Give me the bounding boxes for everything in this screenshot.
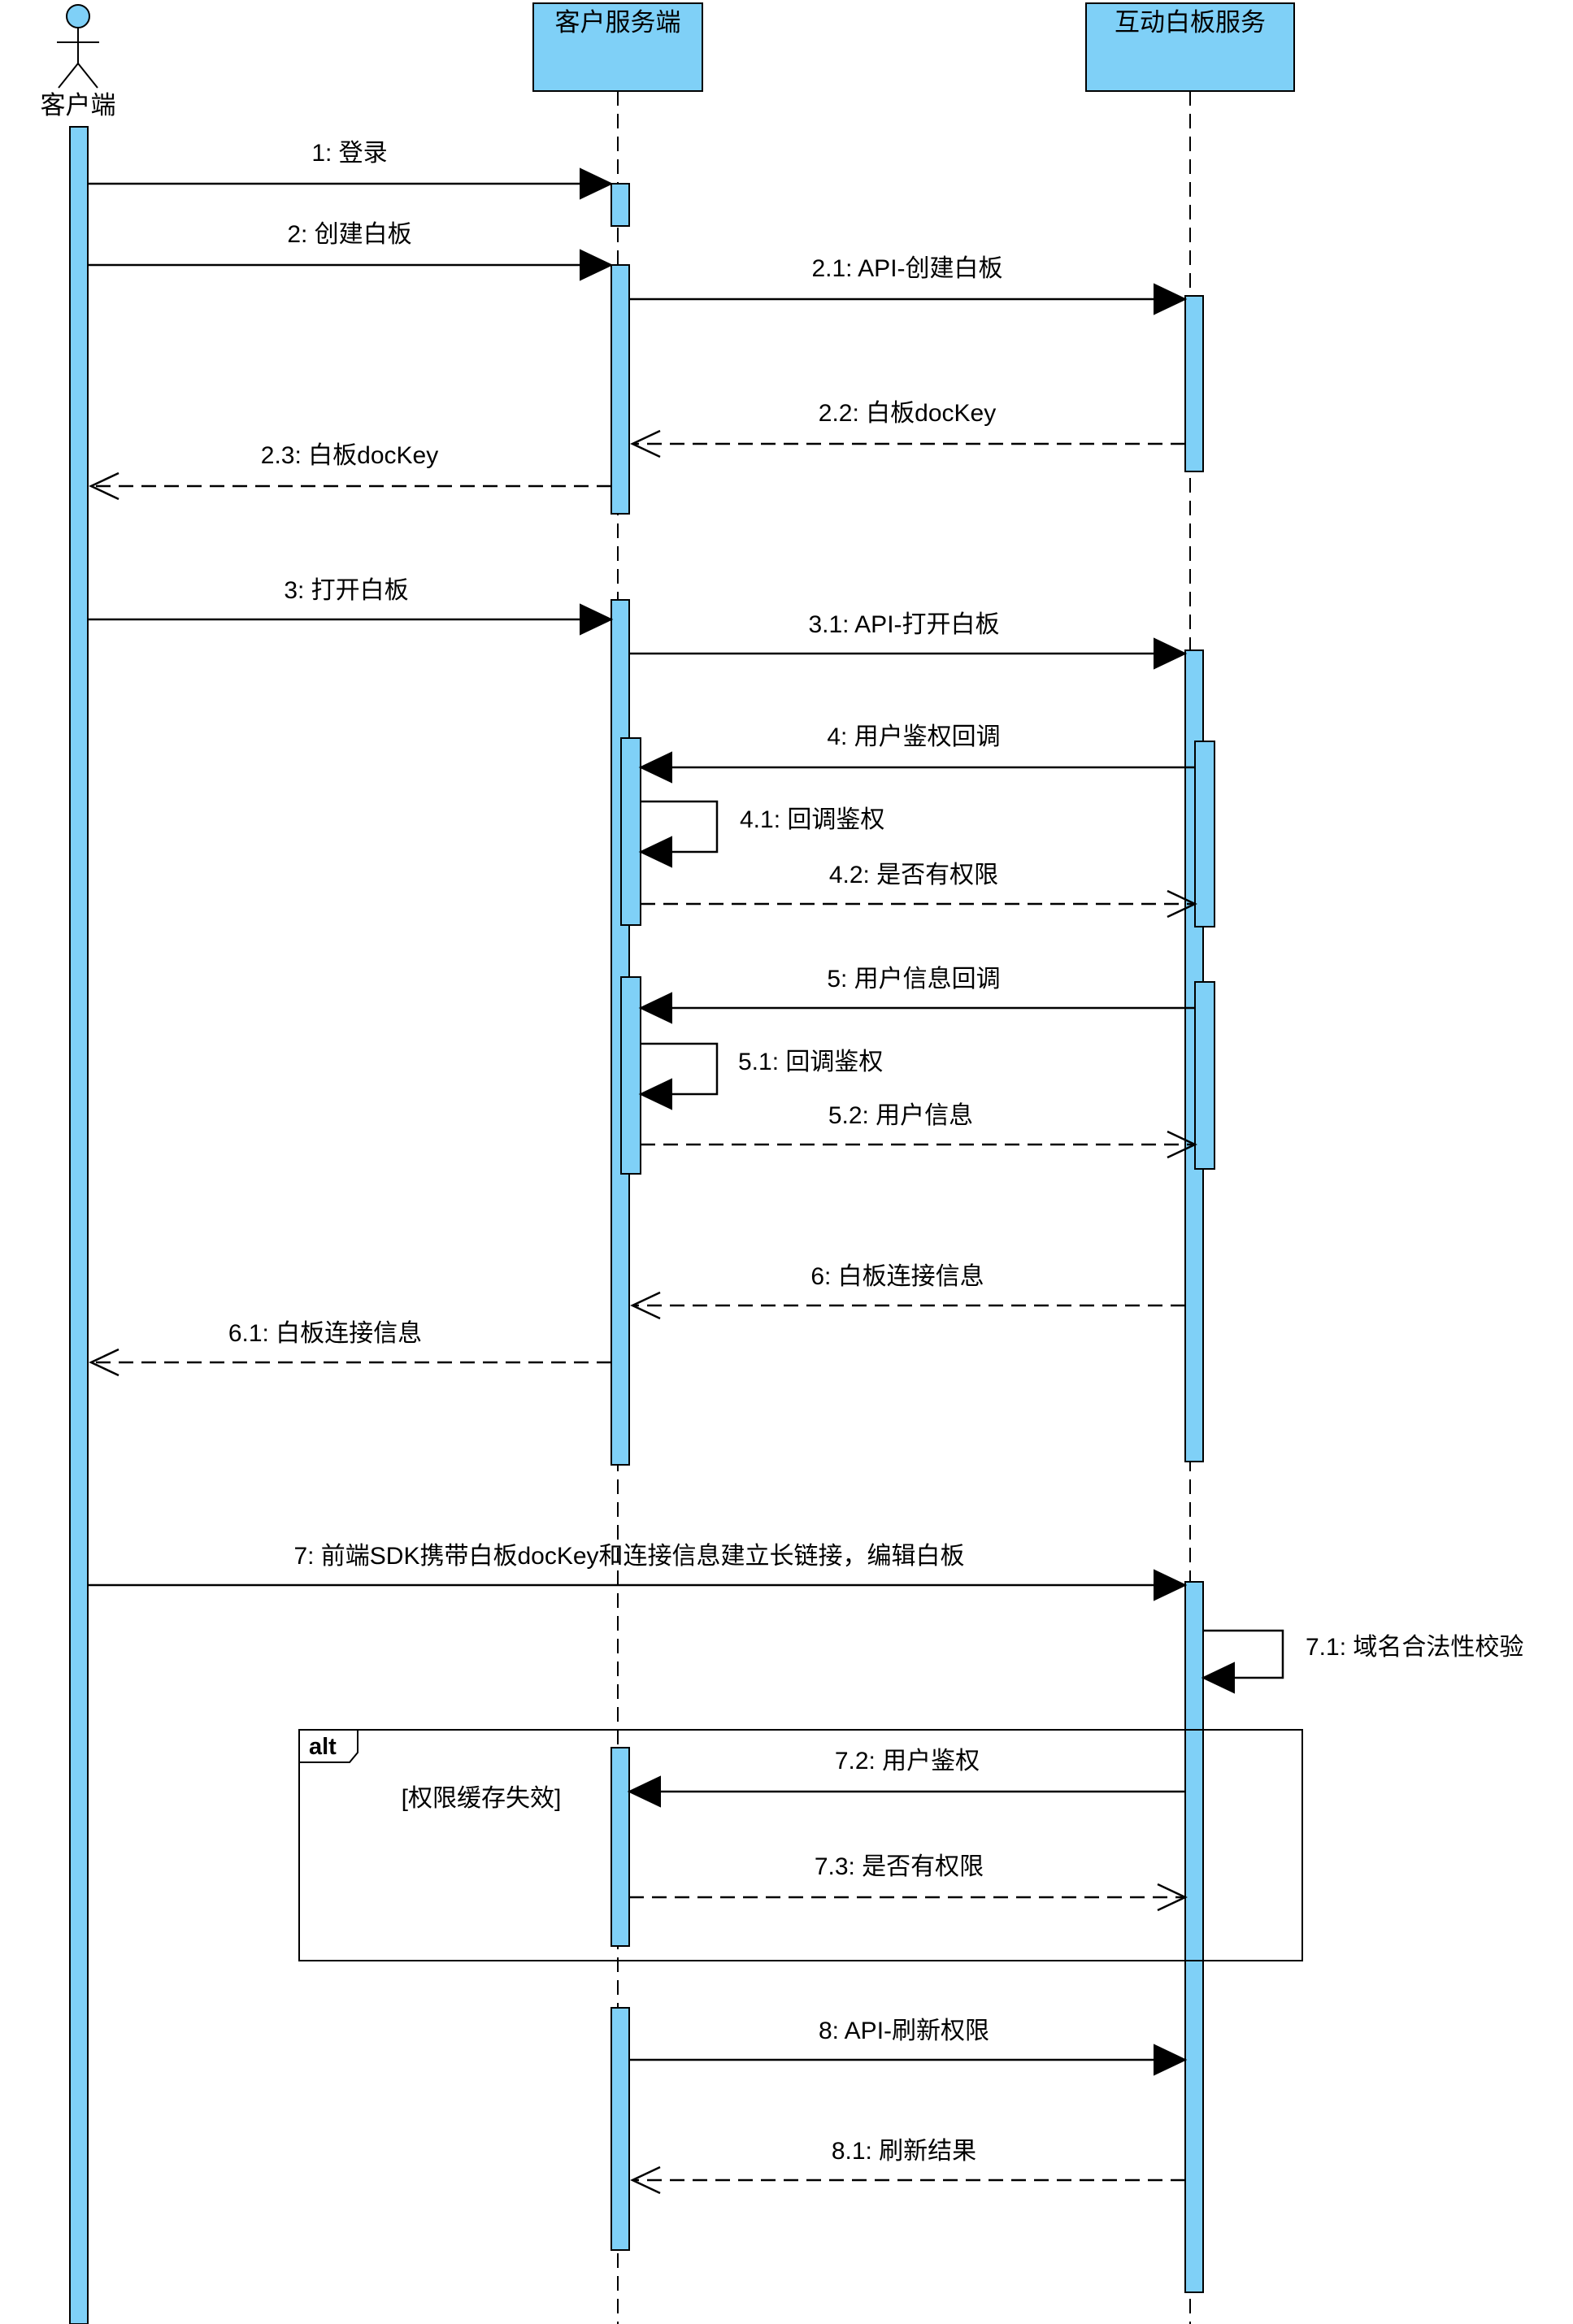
message-line	[641, 800, 719, 854]
message-label: 5: 用户信息回调	[827, 966, 1000, 993]
message-label: 2.2: 白板docKey	[819, 400, 996, 427]
arrow-head-filled	[1154, 2044, 1188, 2076]
activation-service-1	[611, 183, 630, 227]
activation-service-refresh	[611, 2007, 630, 2251]
message-label: 1: 登录	[311, 140, 387, 167]
message-label: 5.2: 用户信息	[828, 1102, 973, 1129]
message-5-2[interactable]: 5.2: 用户信息	[641, 1102, 1197, 1159]
message-label: 7.1: 域名合法性校验	[1306, 1634, 1523, 1661]
actor-label: 客户端	[41, 91, 116, 119]
actor-right-leg	[77, 63, 98, 89]
message-label: 3.1: API-打开白板	[808, 611, 999, 638]
arrow-head-open	[89, 471, 119, 501]
arrow-head-filled	[1154, 1569, 1188, 1601]
message-7-2[interactable]: 7.2: 用户鉴权	[627, 1748, 1185, 1808]
message-1[interactable]: 1: 登录	[88, 140, 614, 200]
message-5[interactable]: 5: 用户信息回调	[638, 966, 1195, 1024]
participant-box	[1085, 2, 1295, 92]
arrow-head-filled	[580, 249, 614, 281]
arrow-head-filled	[638, 992, 672, 1024]
message-label: 2: 创建白板	[287, 221, 411, 248]
activation-wb-1	[1184, 295, 1204, 472]
activation-client	[69, 126, 89, 2324]
arrow-head-filled	[638, 751, 672, 784]
arrow-head-filled	[580, 603, 614, 636]
activation-wb-callback-2	[1194, 981, 1215, 1170]
alt-fragment: alt [权限缓存失效]	[298, 1729, 1303, 1961]
message-4-1[interactable]: 4.1: 回调鉴权	[638, 800, 884, 868]
arrow-head-filled	[1154, 637, 1188, 670]
message-3-1[interactable]: 3.1: API-打开白板	[629, 611, 1188, 670]
message-4[interactable]: 4: 用户鉴权回调	[638, 723, 1195, 784]
arrow-head-filled	[1154, 283, 1188, 315]
arrow-head-open	[89, 1348, 119, 1377]
activation-wb-3	[1184, 1581, 1204, 2293]
arrow-head-open	[630, 2165, 661, 2195]
message-label: 7: 前端SDK携带白板docKey和连接信息建立长链接，编辑白板	[293, 1543, 964, 1570]
message-label: 3: 打开白板	[284, 577, 408, 604]
participant-label: 客户服务端	[555, 8, 681, 37]
message-2-2[interactable]: 2.2: 白板docKey	[630, 400, 1185, 458]
alt-tag-box	[298, 1729, 358, 1763]
arrow-head-open	[1157, 1883, 1188, 1912]
message-label: 6: 白板连接信息	[810, 1263, 984, 1290]
alt-operator: alt	[309, 1734, 337, 1760]
message-6-1[interactable]: 6.1: 白板连接信息	[89, 1320, 611, 1377]
arrow-head-open	[630, 429, 661, 458]
actor-head	[66, 4, 90, 28]
arrow-head-open	[630, 1291, 661, 1320]
participant-label: 互动白板服务	[1115, 8, 1266, 37]
message-2-1[interactable]: 2.1: API-创建白板	[629, 255, 1188, 315]
participant-box	[532, 2, 703, 92]
message-2[interactable]: 2: 创建白板	[88, 221, 614, 281]
arrow-head-filled	[1201, 1662, 1235, 1694]
message-5-1[interactable]: 5.1: 回调鉴权	[638, 1042, 883, 1110]
message-line	[641, 1042, 719, 1096]
arrow-head-filled	[638, 836, 672, 868]
message-label: 7.2: 用户鉴权	[835, 1748, 980, 1774]
message-label: 2.1: API-创建白板	[811, 255, 1002, 282]
message-8-1[interactable]: 8.1: 刷新结果	[630, 2138, 1185, 2195]
arrow-head-open	[1167, 889, 1197, 919]
arrow-head-filled	[580, 167, 614, 200]
message-4-2[interactable]: 4.2: 是否有权限	[641, 862, 1197, 919]
message-2-3[interactable]: 2.3: 白板docKey	[89, 442, 611, 501]
message-6[interactable]: 6: 白板连接信息	[630, 1263, 1185, 1320]
arrow-head-filled	[627, 1775, 661, 1808]
activation-service-callback-2	[620, 976, 641, 1175]
message-label: 4.1: 回调鉴权	[740, 806, 884, 833]
message-3[interactable]: 3: 打开白板	[88, 577, 614, 636]
message-line	[1203, 1629, 1284, 1679]
message-7[interactable]: 7: 前端SDK携带白板docKey和连接信息建立长链接，编辑白板	[88, 1543, 1188, 1601]
activation-service-alt	[611, 1747, 630, 1947]
message-7-3[interactable]: 7.3: 是否有权限	[629, 1853, 1188, 1912]
arrow-head-filled	[638, 1078, 672, 1110]
message-label: 6.1: 白板连接信息	[228, 1320, 422, 1347]
message-label: 4.2: 是否有权限	[829, 862, 998, 888]
arrow-head-open	[1167, 1130, 1197, 1159]
activation-service-callback-1	[620, 737, 641, 926]
actor-client[interactable]: 客户端	[41, 4, 116, 119]
alt-guard: [权限缓存失效]	[402, 1785, 562, 1812]
message-label: 4: 用户鉴权回调	[827, 723, 1000, 750]
alt-frame	[298, 1729, 1303, 1961]
message-7-1[interactable]: 7.1: 域名合法性校验	[1201, 1629, 1523, 1694]
activation-wb-callback-1	[1194, 741, 1215, 927]
message-8[interactable]: 8: API-刷新权限	[629, 2018, 1188, 2076]
message-label: 5.1: 回调鉴权	[738, 1049, 883, 1075]
participant-client-service[interactable]: 客户服务端	[532, 2, 703, 92]
message-label: 8: API-刷新权限	[819, 2018, 989, 2044]
message-label: 7.3: 是否有权限	[815, 1853, 984, 1880]
participant-whiteboard-service[interactable]: 互动白板服务	[1085, 2, 1295, 92]
message-label: 2.3: 白板docKey	[261, 442, 438, 469]
activation-service-2	[611, 264, 630, 515]
message-label: 8.1: 刷新结果	[832, 2138, 976, 2165]
actor-left-leg	[58, 63, 79, 89]
